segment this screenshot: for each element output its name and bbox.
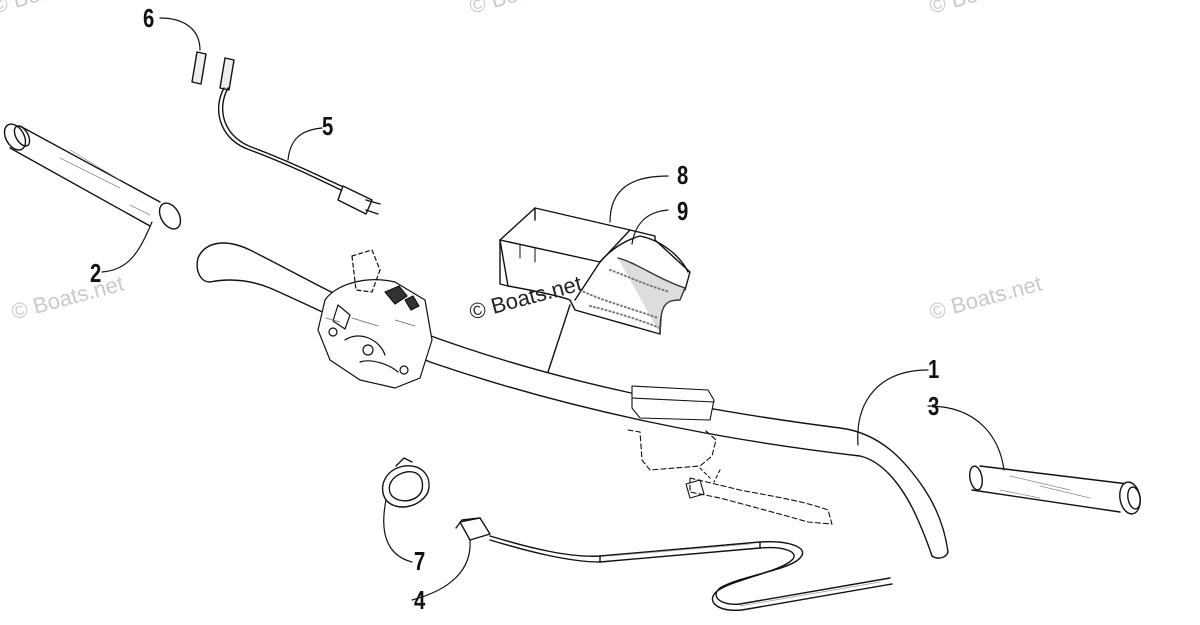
switch-pads (191, 51, 235, 91)
callout-4: 4 (414, 585, 426, 615)
callout-2: 2 (90, 258, 102, 288)
clamp-strap (381, 457, 430, 508)
callout-6: 6 (143, 3, 155, 33)
callout-1: 1 (928, 354, 940, 384)
handlebar-pad (499, 207, 691, 335)
callout-5: 5 (322, 111, 334, 141)
callout-7: 7 (414, 546, 426, 576)
brake-master-cylinder (627, 385, 833, 525)
callout-3: 3 (928, 391, 940, 421)
right-grip (969, 465, 1141, 515)
leader-lines (101, 17, 1005, 601)
callout-9: 9 (677, 196, 689, 226)
callout-8: 8 (677, 160, 689, 190)
pad-leader-line (547, 304, 571, 373)
handlebar (196, 242, 949, 559)
throttle-heater (455, 517, 893, 611)
left-grip (3, 123, 182, 230)
left-switch-housing (317, 249, 433, 389)
heater-wire (217, 87, 381, 215)
